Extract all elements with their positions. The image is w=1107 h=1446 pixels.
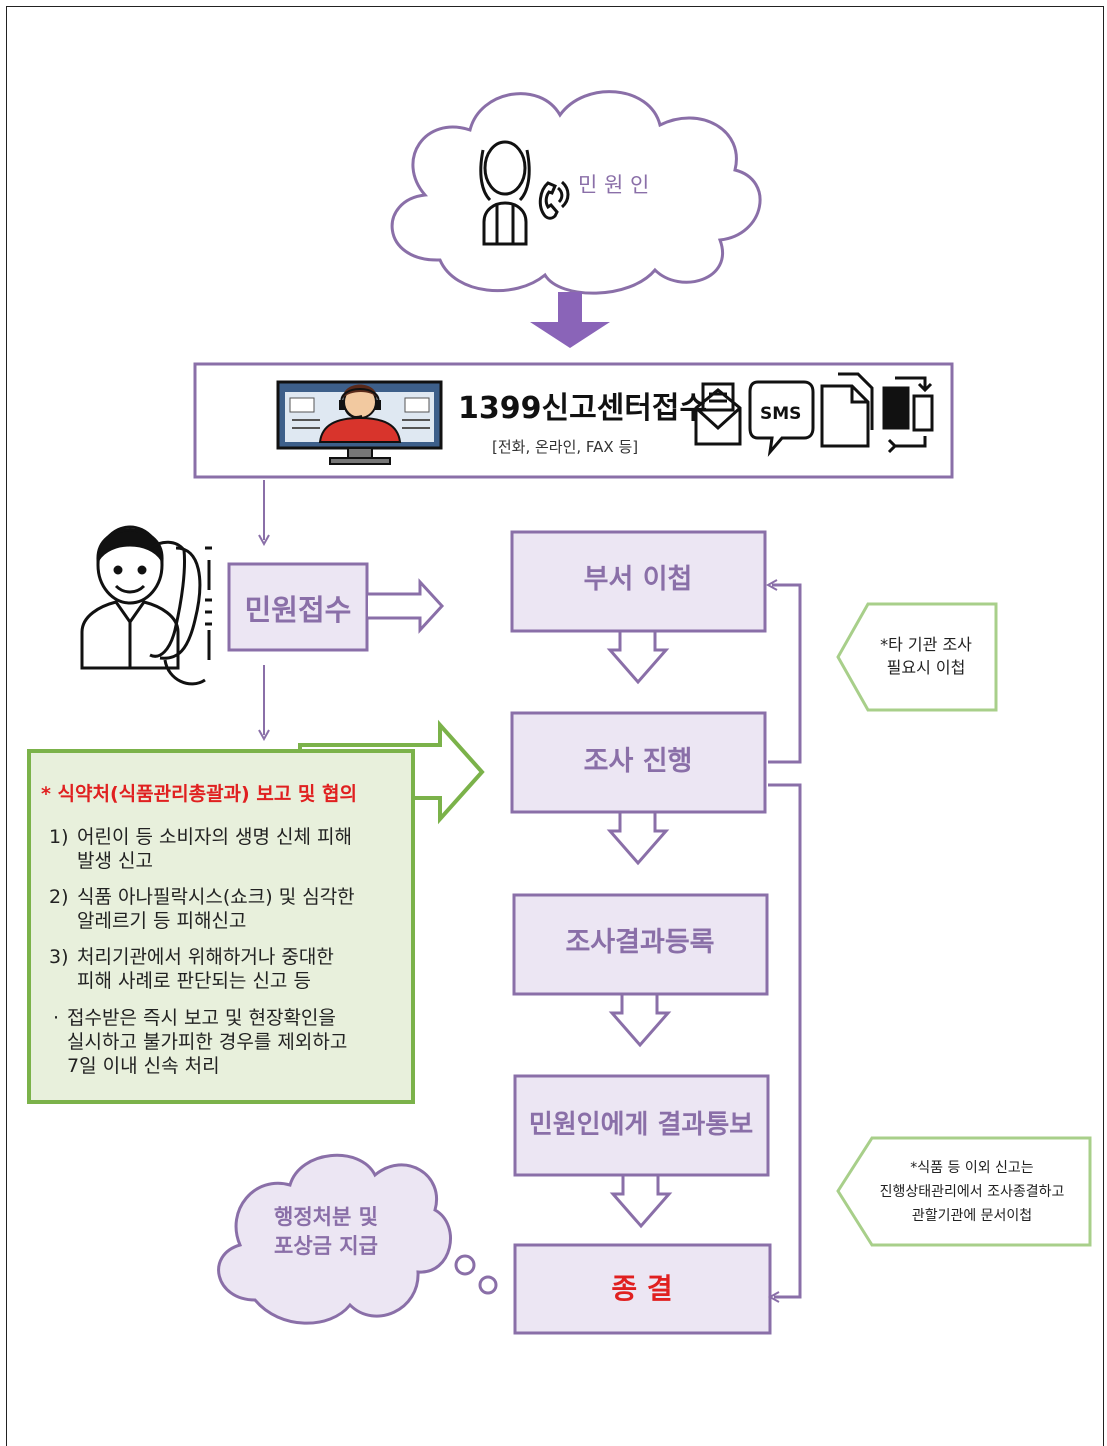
sms-icon: SMS [748,380,815,457]
loop-back-connector [768,585,802,764]
down-arrow-3 [608,992,672,1048]
center-box [193,362,954,479]
down-arrow-2 [606,810,670,866]
complainant-label: 민 원 인 [578,173,649,197]
receipt-right-arrow [368,578,445,634]
monitor-operator-icon [276,380,443,465]
svg-text:*타 기관 조사: *타 기관 조사 [880,635,972,654]
report-title: * 식약처(식품관리총괄과) 보고 및 협의 [41,783,357,805]
receipt-label: 민원접수 [245,593,352,627]
svg-text:민원인에게 결과통보: 민원인에게 결과통보 [529,1110,753,1140]
svg-text:부서 이첩: 부서 이첩 [584,564,693,595]
down-arrow-4 [609,1173,673,1229]
complainant-cloud [390,90,762,295]
report-item-1: 1)어린이 등 소비자의 생명 신체 피해 발생 신고 [49,826,352,872]
note-non-food: *식품 등 이외 신고는 진행상태관리에서 조사종결하고 관할기관에 문서이첩 [836,1136,1092,1247]
note-transfer: *타 기관 조사 필요시 이첩 [836,602,998,712]
center-title: 1399신고센터접수 [458,391,707,426]
svg-text:행정처분 및: 행정처분 및 [274,1205,378,1229]
big-down-arrow [530,292,610,348]
report-item-2: 2)식품 아나필락시스(쇼크) 및 심각한 알레르기 등 피해신고 [49,886,355,932]
svg-text:필요시 이첩: 필요시 이첩 [887,658,966,677]
flow-box-close: 종 결 [513,1243,772,1335]
woman-phone-icon [479,140,570,246]
flow-box-transfer: 부서 이첩 [510,530,767,633]
svg-text:조사 진행: 조사 진행 [584,746,693,777]
flow-box-investigation: 조사 진행 [510,711,767,814]
svg-text:포상금 지급: 포상금 지급 [274,1234,378,1258]
svg-text:SMS: SMS [760,404,801,424]
flow-box-result-register: 조사결과등록 [512,893,769,996]
svg-text:*식품 등 이외 신고는: *식품 등 이외 신고는 [910,1160,1034,1176]
svg-text:관할기관에 문서이첩: 관할기관에 문서이첩 [912,1208,1032,1224]
outcome-cloud: 행정처분 및 포상금 지급 [217,1153,498,1325]
report-note: ·접수받은 즉시 보고 및 현장확인을 실시하고 불가피한 경우를 제외하고 7… [53,1007,348,1077]
flow-box-notify: 민원인에게 결과통보 [513,1074,770,1177]
document-icon [820,372,874,448]
page-frame [6,6,1104,1446]
report-item-3: 3)처리기관에서 위해하거나 중대한 피해 사례로 판단되는 신고 등 [49,946,334,992]
report-box: * 식약처(식품관리총괄과) 보고 및 협의 1)어린이 등 소비자의 생명 신… [27,749,415,1104]
phone-operator-icon [80,525,212,686]
receipt-box [227,562,369,652]
center-subtitle: [전화, 온라인, FAX 등] [492,438,638,456]
mobile-device-icon [882,376,934,454]
down-arrow-1 [606,629,670,685]
svg-text:조사결과등록: 조사결과등록 [565,927,714,958]
fax-mail-icon [694,382,742,446]
svg-text:진행상태관리에서 조사종결하고: 진행상태관리에서 조사종결하고 [880,1184,1065,1200]
direct-close-connector [768,783,802,1297]
svg-text:종 결: 종 결 [611,1272,672,1305]
